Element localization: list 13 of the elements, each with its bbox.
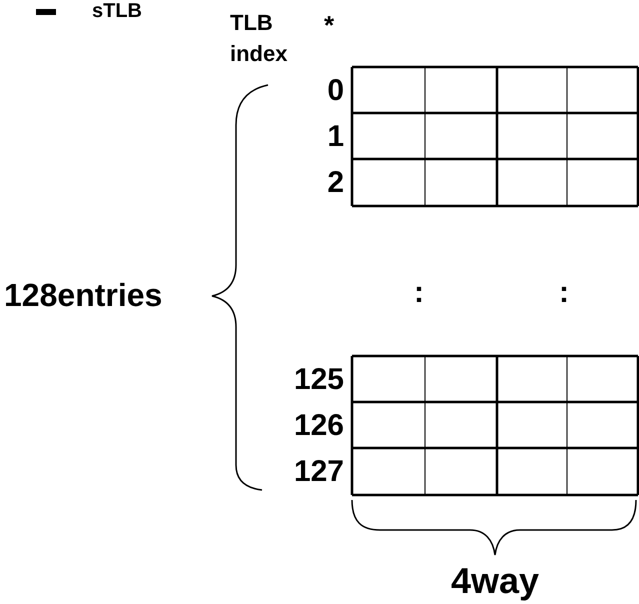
row-index: 125: [292, 365, 344, 395]
ellipsis: :: [559, 278, 569, 308]
title: sTLB: [92, 1, 142, 21]
row-index: 127: [292, 457, 344, 487]
row-index: 1: [326, 122, 344, 152]
brace-label: 4way: [450, 563, 540, 599]
row-index: 2: [326, 168, 344, 198]
footnote-mark: *: [324, 12, 334, 38]
brace-label: 128entries: [4, 279, 162, 311]
row-index: 0: [326, 76, 344, 106]
row-index: 126: [292, 411, 344, 441]
ellipsis: :: [414, 278, 424, 308]
column-header: TLB index: [230, 9, 288, 68]
